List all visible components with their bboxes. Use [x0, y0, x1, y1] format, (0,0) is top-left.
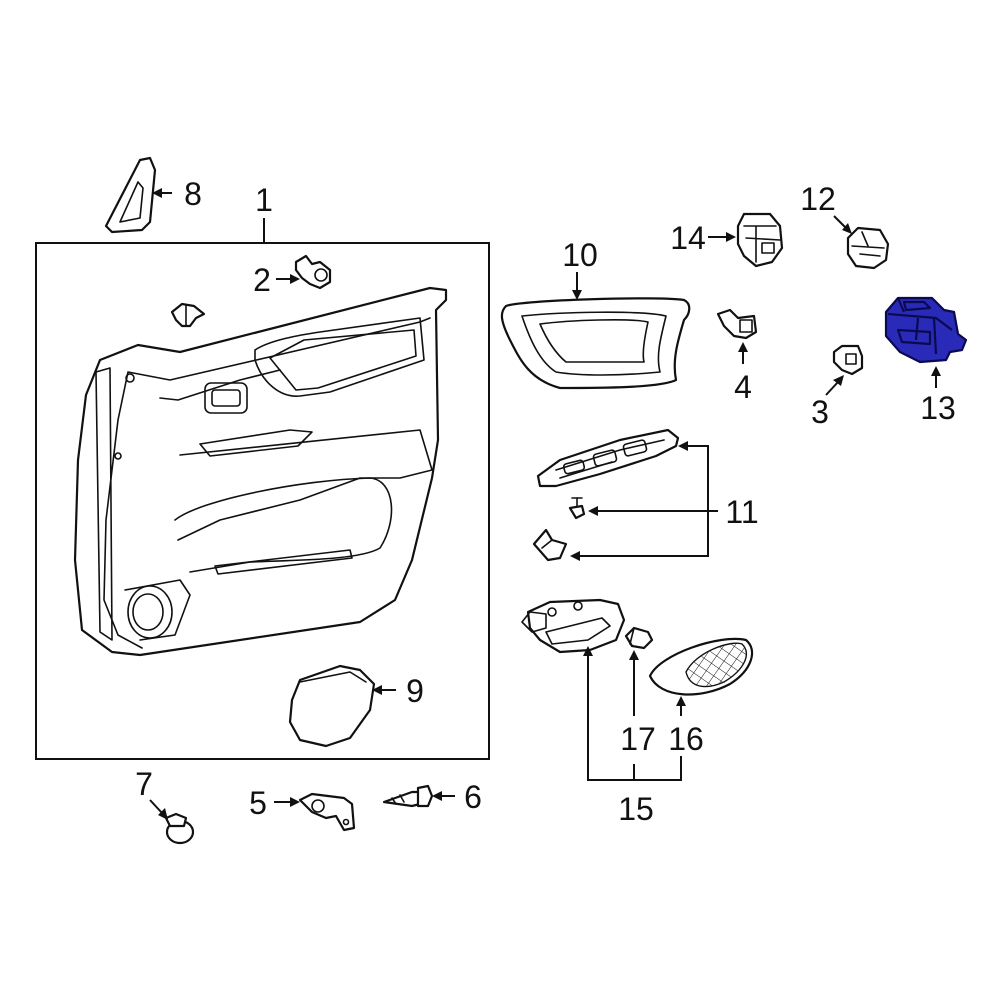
- part-14-switch[interactable]: [708, 212, 784, 268]
- part-11-pin: [568, 497, 586, 520]
- part-11-switch-bezel[interactable]: [536, 428, 680, 488]
- callout-4: 4: [734, 369, 752, 405]
- callout-11: 11: [725, 494, 758, 530]
- callout-9: 9: [406, 673, 424, 709]
- part-11-clip: [532, 528, 568, 562]
- callout-13: 13: [920, 390, 956, 426]
- part-15-lamp-housing[interactable]: [521, 598, 626, 654]
- part-8-corner-garnish[interactable]: [104, 156, 172, 234]
- panel-assembly-frame: [35, 242, 490, 760]
- part-16-lens[interactable]: [648, 637, 754, 696]
- callout-17: 17: [620, 721, 656, 757]
- callout-1: 1: [255, 182, 273, 218]
- callout-3: 3: [811, 394, 829, 430]
- callout-2: 2: [253, 262, 271, 298]
- door-trim-panel[interactable]: [73, 286, 448, 657]
- part-13-window-switch[interactable]: [884, 296, 968, 388]
- part-3-clip[interactable]: [825, 344, 864, 396]
- callout-8: 8: [184, 176, 202, 212]
- trim-clip-upper: [170, 302, 206, 328]
- part-4-clip[interactable]: [716, 308, 758, 364]
- part-10-handle-bezel[interactable]: [500, 272, 691, 390]
- part-13-body: [884, 296, 968, 364]
- callout-7: 7: [135, 766, 153, 802]
- part-5-bracket[interactable]: [274, 792, 356, 832]
- callout-16: 16: [668, 721, 704, 757]
- callout-15: 15: [618, 791, 654, 827]
- part-17-bulb[interactable]: [624, 626, 654, 650]
- callout-5: 5: [249, 785, 267, 821]
- part-6-screw[interactable]: [382, 784, 455, 808]
- part-9-cover[interactable]: [288, 664, 396, 748]
- callout-12: 12: [800, 181, 836, 217]
- callout-6: 6: [464, 779, 482, 815]
- part-12-switch[interactable]: [833, 215, 890, 270]
- part-2-clip[interactable]: [276, 254, 332, 290]
- part-7-push-clip[interactable]: [149, 799, 195, 845]
- callout-14: 14: [670, 220, 706, 256]
- callout-10: 10: [562, 237, 598, 273]
